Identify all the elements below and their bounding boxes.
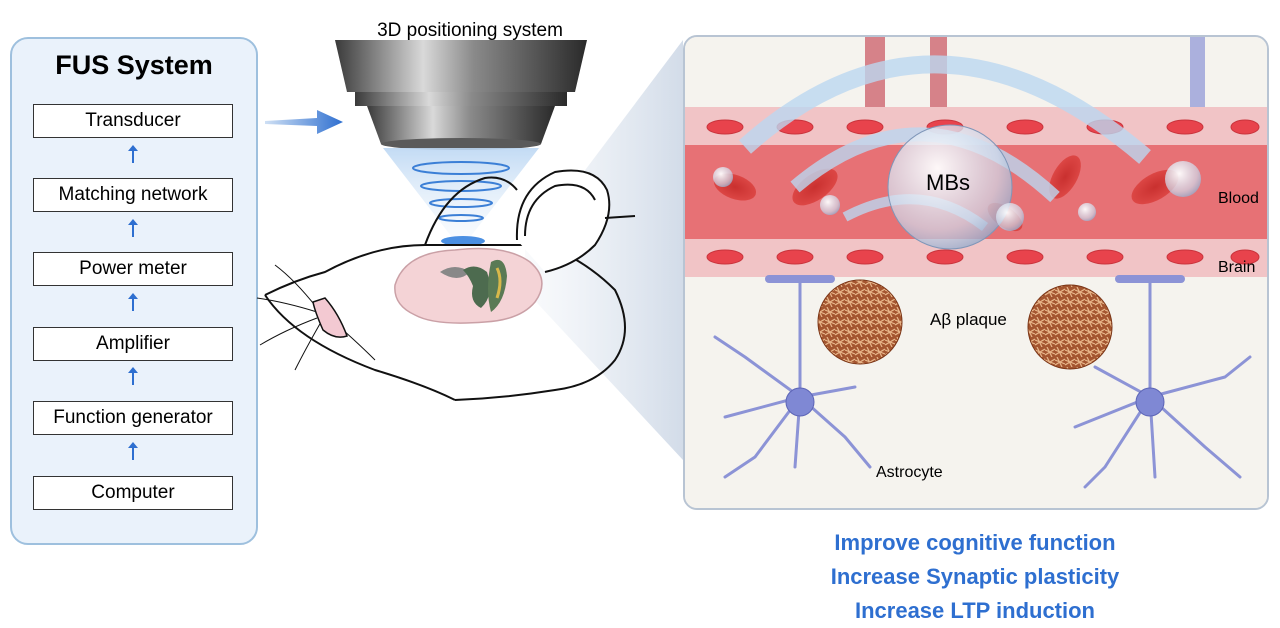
outcome-ltp: Increase LTP induction <box>854 598 1095 623</box>
up-arrow-icon <box>128 293 138 311</box>
plaque-label: Aβ plaque <box>930 310 1007 329</box>
microbubbles <box>713 124 1201 250</box>
astrocyte-label: Astrocyte <box>876 464 943 481</box>
endothelial-cells <box>706 119 1260 265</box>
mouse-icon <box>256 169 636 401</box>
amyloid-plaques <box>817 279 1113 370</box>
astrocytes <box>713 281 1252 489</box>
blood-brain-barrier-panel <box>683 35 1269 510</box>
outcome-synaptic: Increase Synaptic plasticity <box>830 564 1120 589</box>
outcomes-list: Improve cognitive function Increase Syna… <box>740 526 1210 628</box>
astrocyte-endfeet <box>765 275 1185 283</box>
mouse-transducer-illustration <box>256 40 683 460</box>
up-arrow-icon <box>128 367 138 385</box>
positioning-system-label: 3D positioning system <box>377 20 563 41</box>
blood-label: Blood <box>1218 190 1259 207</box>
vessel-processes <box>865 37 1205 107</box>
outcome-cognitive: Improve cognitive function <box>834 530 1116 555</box>
amplifier-box: Amplifier <box>33 327 233 361</box>
brain-icon <box>394 247 543 324</box>
mbs-label: MBs <box>926 170 970 195</box>
computer-box: Computer <box>33 476 233 510</box>
fus-system-title: FUS System <box>55 50 213 80</box>
blood-vessel-illustration <box>685 37 1267 508</box>
up-arrow-icon <box>128 219 138 237</box>
matching-network-box: Matching network <box>33 178 233 212</box>
right-arrow-icon <box>265 110 343 134</box>
up-arrow-icon <box>128 442 138 460</box>
ultrasound-waves-icon <box>383 148 539 246</box>
magnification-cone <box>525 40 683 460</box>
mouse-nose <box>312 297 348 338</box>
power-meter-box: Power meter <box>33 252 233 286</box>
brain-label: Brain <box>1218 259 1256 276</box>
transducer-icon <box>335 40 587 150</box>
astrocyte-bodies <box>785 387 1165 417</box>
function-generator-box: Function generator <box>33 401 233 435</box>
up-arrow-icon <box>128 145 138 163</box>
transducer-box: Transducer <box>33 104 233 138</box>
